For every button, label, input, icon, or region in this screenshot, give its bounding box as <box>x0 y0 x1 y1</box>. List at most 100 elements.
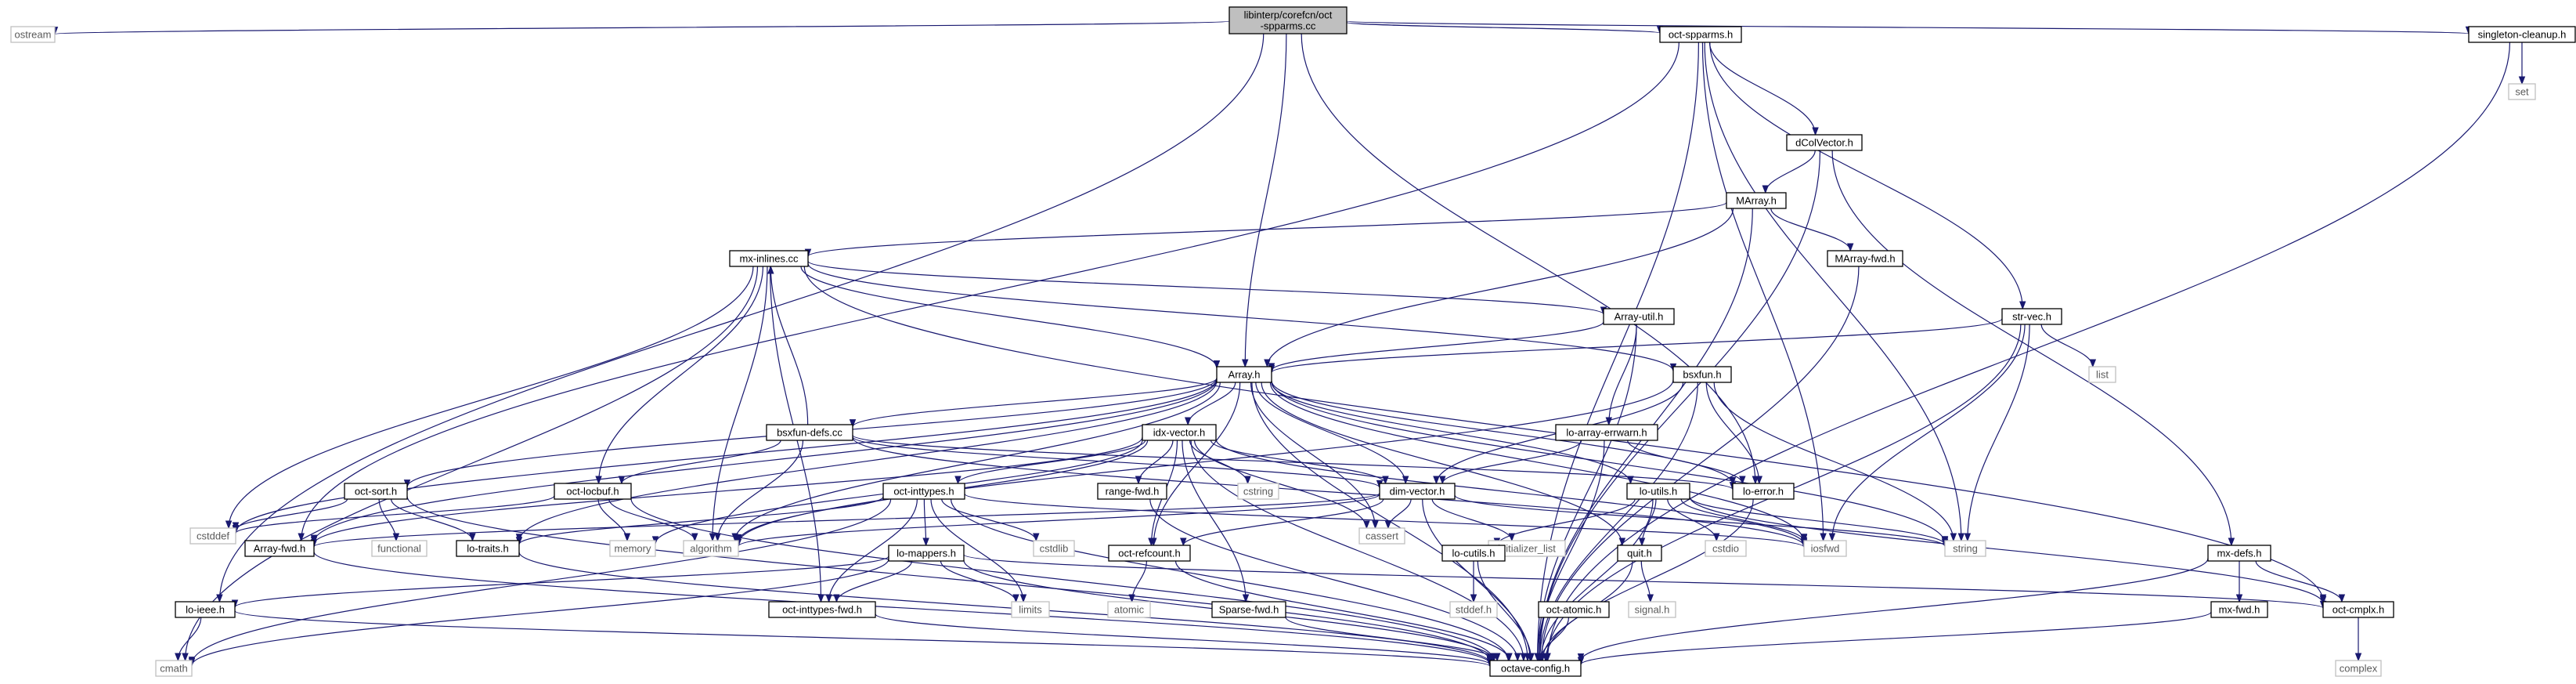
arrowhead-Sparse-fwd.h-to-octave-config.h <box>1493 653 1501 662</box>
node-label: cstdio <box>1712 543 1739 555</box>
edge-lo-array-errwarn.h-to-octave-config.h <box>1537 440 1605 661</box>
edge-Array.h-to-dim-vector.h <box>1255 382 1406 484</box>
edge-dColVector.h-to-octave-config.h <box>1539 150 1821 661</box>
node-label: oct-refcount.h <box>1118 548 1181 559</box>
node-Array-util-h[interactable]: Array-util.h <box>1603 308 1675 325</box>
node-idx-vector-h[interactable]: idx-vector.h <box>1142 424 1217 441</box>
edge-oct-sort.h-to-octave-config.h <box>406 496 1491 662</box>
edge-MArray.h-to-mx-inlines.cc <box>807 201 1727 257</box>
node-label: dim-vector.h <box>1390 486 1445 498</box>
arrowhead-lo-cutils.h-to-octave-config.h <box>1528 653 1535 662</box>
edge-Array-util.h-to-lo-array-errwarn.h <box>1608 324 1637 425</box>
arrowhead-oct-spparms.h-to-Array-fwd.h <box>298 533 305 542</box>
node-oct-refcount-h[interactable]: oct-refcount.h <box>1108 545 1191 562</box>
node-box <box>1211 601 1286 618</box>
node-oct-atomic-h[interactable]: oct-atomic.h <box>1538 601 1610 618</box>
node-box <box>1097 483 1167 500</box>
node-box <box>344 483 408 500</box>
edge-Array.h-to-idx-vector.h <box>1187 382 1236 425</box>
node-mx-defs-h[interactable]: mx-defs.h <box>2207 545 2271 562</box>
node-box <box>189 527 236 545</box>
node-box <box>1379 483 1456 500</box>
arrowhead-mx-defs.h-to-mx-fwd.h <box>2235 594 2243 603</box>
node-box <box>766 424 853 441</box>
arrowhead-mx-defs.h-to-oct-cmplx.h <box>2338 594 2346 603</box>
edge-Array.h-to-Array-fwd.h <box>313 379 1218 543</box>
node-string: string <box>1944 540 1986 557</box>
node-lo-cutils-h[interactable]: lo-cutils.h <box>1441 545 1506 562</box>
node-bsxfun-defs-cc[interactable]: bsxfun-defs.cc <box>766 424 853 441</box>
arrowhead-lo-array-errwarn.h-to-dim-vector.h <box>1439 476 1446 485</box>
node-mx-fwd-h[interactable]: mx-fwd.h <box>2210 601 2268 618</box>
node-box <box>1726 192 1787 209</box>
node-label: Sparse-fwd.h <box>1219 604 1279 616</box>
node-box <box>1672 366 1732 383</box>
node-oct-cmplx-h[interactable]: oct-cmplx.h <box>2322 601 2394 618</box>
node-lo-ieee-h[interactable]: lo-ieee.h <box>175 601 236 618</box>
node-MArray-h[interactable]: MArray.h <box>1726 192 1787 209</box>
node-box <box>609 540 656 557</box>
edge-dColVector.h-to-MArray.h <box>1765 150 1816 194</box>
node-oct-spparms-h[interactable]: oct-spparms.h <box>1659 26 1742 43</box>
arrowhead-idx-vector.h-to-range-fwd.h <box>1135 476 1142 485</box>
node-box <box>1626 483 1690 500</box>
node-box <box>1216 366 1272 383</box>
edge-MArray.h-to-Array.h <box>1266 208 1734 367</box>
arrowhead-MArray.h-to-MArray-fwd.h <box>1846 243 1854 252</box>
node-str-vec-h[interactable]: str-vec.h <box>2001 308 2062 325</box>
arrowhead-Array.h-to-bsxfun-defs.cc <box>849 419 857 429</box>
node-box <box>456 540 520 557</box>
node-label: oct-inttypes-fwd.h <box>782 604 862 616</box>
arrowhead-idx-vector.h-to-cassert <box>1363 520 1370 530</box>
node-quit-h[interactable]: quit.h <box>1617 545 1662 562</box>
arrowhead-mx-inlines.cc-to-cstddef <box>225 520 233 530</box>
node-box <box>1944 540 1986 557</box>
node-oct-inttypes-h[interactable]: oct-inttypes.h <box>882 483 965 500</box>
node-dColVector-h[interactable]: dColVector.h <box>1786 134 1863 151</box>
node-box <box>1489 660 1582 677</box>
edge-dim-vector.h-to-string <box>1454 494 1946 547</box>
node-label: dColVector.h <box>1795 137 1853 149</box>
node-label: idx-vector.h <box>1153 427 1205 439</box>
node-lo-utils-h[interactable]: lo-utils.h <box>1626 483 1690 500</box>
edge-mx-defs.h-to-octave-config.h <box>1580 558 2209 661</box>
node-lo-error-h[interactable]: lo-error.h <box>1732 483 1795 500</box>
edge-root-to-ostream <box>54 20 1230 35</box>
edge-mx-inlines.cc-to-cmath <box>184 266 759 661</box>
node-singleton-cleanup-h[interactable]: singleton-cleanup.h <box>2468 26 2576 43</box>
node-box <box>2088 366 2116 383</box>
graph-edges <box>51 20 2526 668</box>
node-bsxfun-h[interactable]: bsxfun.h <box>1672 366 1732 383</box>
node-box <box>155 660 193 677</box>
node-dim-vector-h[interactable]: dim-vector.h <box>1379 483 1456 500</box>
node-mx-inlines-cc[interactable]: mx-inlines.cc <box>729 250 809 267</box>
node-lo-array-errwarn-h[interactable]: lo-array-errwarn.h <box>1555 424 1658 441</box>
node-oct-sort-h[interactable]: oct-sort.h <box>344 483 408 500</box>
node-octave-config-h[interactable]: octave-config.h <box>1489 660 1582 677</box>
node-lo-traits-h[interactable]: lo-traits.h <box>456 540 520 557</box>
node-cstdio: cstdio <box>1705 540 1747 557</box>
arrowhead-lo-utils.h-to-quit.h <box>1638 537 1646 547</box>
node-Array-fwd-h[interactable]: Array-fwd.h <box>244 540 315 557</box>
edge-Array-util.h-to-Array.h <box>1271 321 1604 371</box>
node-box <box>1441 545 1506 562</box>
node-oct-inttypes-fwd-h[interactable]: oct-inttypes-fwd.h <box>768 601 876 618</box>
node-Array-h[interactable]: Array.h <box>1216 366 1272 383</box>
arrowhead-oct-atomic.h-to-octave-config.h <box>1537 653 1544 662</box>
node-Sparse-fwd-h[interactable]: Sparse-fwd.h <box>1211 601 1286 618</box>
node-MArray-fwd-h[interactable]: MArray-fwd.h <box>1827 250 1903 267</box>
arrowhead-dim-vector.h-to-oct-refcount.h <box>1180 537 1187 547</box>
node-oct-locbuf-h[interactable]: oct-locbuf.h <box>554 483 632 500</box>
edge-lo-array-errwarn.h-to-dim-vector.h <box>1441 440 1582 484</box>
arrowhead-oct-inttypes.h-to-lo-mappers.h <box>922 537 929 547</box>
node-label: ostream <box>15 29 52 41</box>
edge-lo-utils.h-to-oct-cmplx.h <box>1689 496 2324 604</box>
node-lo-mappers-h[interactable]: lo-mappers.h <box>888 545 965 562</box>
edge-str-vec.h-to-list <box>2040 324 2094 367</box>
arrowhead-root-to-lo-ieee.h <box>216 594 223 603</box>
node-signal-h: signal.h <box>1628 601 1676 618</box>
arrowhead-root-to-Array.h <box>1242 359 1249 368</box>
node-range-fwd-h[interactable]: range-fwd.h <box>1097 483 1167 500</box>
node-box <box>1011 601 1050 618</box>
node-root[interactable]: libinterp/corefcn/oct-spparms.cc <box>1228 6 1348 34</box>
